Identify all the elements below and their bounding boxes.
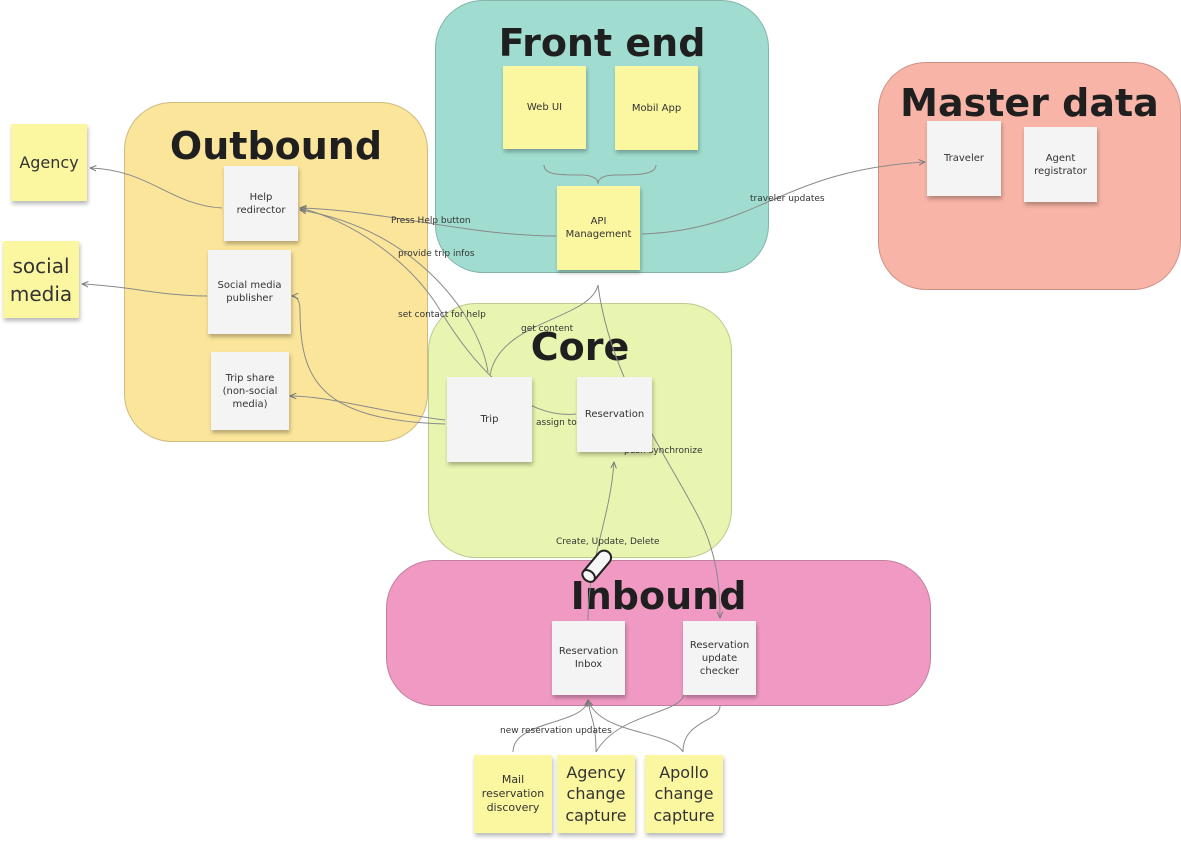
zone-inbound: Inbound <box>386 560 931 706</box>
zone-title-outbound: Outbound <box>169 124 383 168</box>
zone-title-frontend: Front end <box>498 21 706 65</box>
label-set-contact: set contact for help <box>398 310 486 320</box>
label-press-help: Press Help button <box>391 216 471 226</box>
zone-title-master-data: Master data <box>900 81 1159 125</box>
connector-apollo-to-checker <box>682 705 721 753</box>
connector-api-to-traveler <box>641 162 925 235</box>
connector-api-to-checker <box>597 284 720 618</box>
connector-trip-to-share <box>290 396 446 421</box>
note-help-redirector[interactable]: Help redirector <box>224 166 298 241</box>
note-reservation[interactable]: Reservation <box>577 377 652 452</box>
connector-trip-to-help <box>300 210 489 373</box>
note-trip[interactable]: Trip <box>447 377 532 462</box>
note-api-management[interactable]: API Management <box>557 186 640 270</box>
note-mail-reservation-discovery[interactable]: Mail reservation discovery <box>474 755 552 833</box>
label-push-synchronize: push synchronize <box>624 446 703 456</box>
label-provide-trip-infos: provide trip infos <box>398 249 475 259</box>
note-reservation-inbox[interactable]: Reservation Inbox <box>552 621 625 695</box>
label-traveler-updates: traveler updates <box>750 194 825 204</box>
note-agent-registrator[interactable]: Agent registrator <box>1024 127 1097 202</box>
label-assign-to: assign to <box>536 418 577 428</box>
connector-inbox-to-reservation <box>587 462 614 621</box>
note-agency-change-capture[interactable]: Agency change capture <box>557 755 635 833</box>
note-reservation-update-checker[interactable]: Reservation update checker <box>683 621 756 695</box>
note-apollo-change-capture[interactable]: Apollo change capture <box>645 755 723 833</box>
note-agency[interactable]: Agency <box>11 124 87 201</box>
label-get-content: get content <box>521 324 574 334</box>
frontend-merge-brace <box>543 164 657 185</box>
label-create-update-delete: Create, Update, Delete <box>556 537 660 547</box>
connector-apollo-to-inbox <box>588 700 684 753</box>
note-trip-share[interactable]: Trip share (non-social media) <box>211 352 289 430</box>
note-traveler[interactable]: Traveler <box>927 121 1001 196</box>
zone-title-inbound: Inbound <box>570 574 747 618</box>
note-social-media-publisher[interactable]: Social media publisher <box>208 250 291 334</box>
label-new-reservation-updates: new reservation updates <box>500 726 612 736</box>
note-web-ui[interactable]: Web UI <box>503 66 586 149</box>
note-social-media[interactable]: social media <box>3 241 79 318</box>
note-mobil-app[interactable]: Mobil App <box>615 66 698 150</box>
connector-help-to-agency <box>90 168 223 209</box>
fiber-icon <box>581 549 613 583</box>
connector-api-to-help <box>300 208 557 237</box>
connector-trip-to-smp <box>292 296 446 425</box>
connector-mail-to-inbox <box>512 700 588 753</box>
connector-smp-to-social-media <box>82 284 208 297</box>
connector-api-to-trip <box>489 284 599 376</box>
